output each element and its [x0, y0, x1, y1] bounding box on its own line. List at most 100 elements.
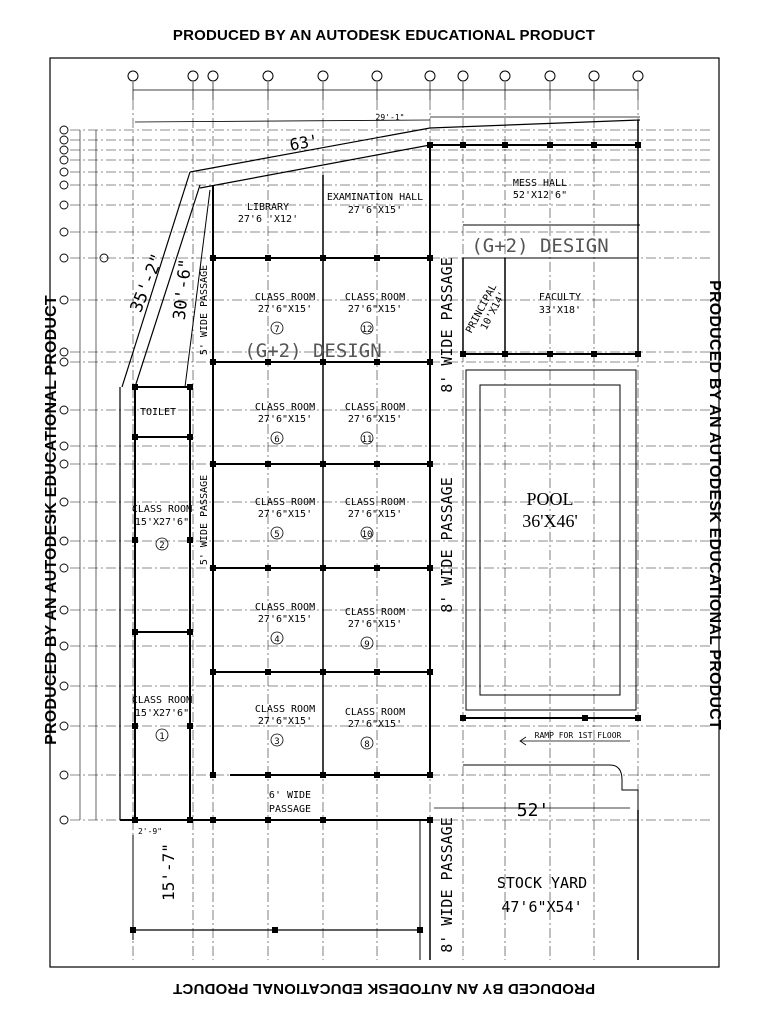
slanted-wall-inner	[199, 144, 431, 189]
left-dimension-ticks	[79, 130, 97, 820]
column	[417, 927, 423, 933]
column	[265, 565, 271, 571]
grid-bubble	[59, 167, 69, 177]
pool-label: POOL	[526, 489, 573, 509]
pool-outer	[465, 369, 637, 711]
column	[427, 461, 433, 467]
ramp-arrow-head	[519, 736, 527, 746]
column	[374, 669, 380, 675]
column	[210, 817, 216, 823]
classroom-name: CLASS ROOM	[345, 707, 405, 718]
column	[374, 359, 380, 365]
classroom-number: 2	[159, 541, 164, 551]
column	[374, 255, 380, 261]
column	[502, 351, 508, 357]
grid-bubble	[632, 70, 644, 82]
faculty-size: 33'X18'	[539, 305, 581, 316]
column	[210, 255, 216, 261]
passage-6-label: 6' WIDE	[269, 790, 311, 801]
column	[265, 669, 271, 675]
grid-bubble	[59, 180, 69, 190]
column	[374, 565, 380, 571]
classroom-name: CLASS ROOM	[345, 292, 405, 303]
library-size: 27'6 'X12'	[238, 214, 298, 225]
column	[132, 384, 138, 390]
grid-bubble	[371, 70, 383, 82]
library-label: LIBRARY	[247, 202, 289, 213]
classroom-name: CLASS ROOM	[132, 695, 192, 706]
column	[427, 142, 433, 148]
column	[132, 629, 138, 635]
diagonal-wall-outer	[121, 171, 191, 388]
stock-yard-size: 47'6"X54'	[501, 898, 582, 916]
pool-size: 36'X46'	[522, 511, 578, 531]
column	[427, 359, 433, 365]
column	[591, 351, 597, 357]
column	[460, 142, 466, 148]
exam-hall-size: 27'6"X15'	[348, 205, 402, 216]
sheet-border	[49, 57, 720, 968]
passage-8-upper: 8' WIDE PASSAGE	[438, 257, 456, 392]
column	[460, 715, 466, 721]
grid-bubble	[59, 770, 69, 780]
columns	[130, 142, 641, 933]
classroom-number: 1	[159, 732, 164, 742]
passage-5-lower: 5' WIDE PASSAGE	[199, 475, 210, 565]
column	[320, 359, 326, 365]
grid-bubble	[59, 200, 69, 210]
passage-6-label-2: PASSAGE	[269, 804, 311, 815]
grid-bubble	[59, 295, 69, 305]
room-labels: LIBRARY 27'6 'X12' EXAMINATION HALL 27'6…	[127, 113, 622, 953]
grid-bubble	[59, 605, 69, 615]
column	[187, 723, 193, 729]
faculty-label: FACULTY	[539, 292, 581, 303]
column	[427, 772, 433, 778]
classroom-size: 27'6"X15'	[348, 619, 402, 630]
grid-bubble	[59, 536, 69, 546]
column	[591, 142, 597, 148]
grid-bubble	[59, 125, 69, 135]
classroom-size: 27'6"X15'	[348, 414, 402, 425]
pool-inner	[479, 384, 621, 696]
design-mid-label: (G+2) DESIGN	[244, 340, 381, 362]
grid-bubble	[59, 721, 69, 731]
column	[320, 565, 326, 571]
classroom-number: 11	[362, 435, 373, 445]
classroom-name: CLASS ROOM	[255, 402, 315, 413]
grid-bubbles-left	[59, 125, 109, 825]
passage-8-mid: 8' WIDE PASSAGE	[438, 477, 456, 612]
design-right-label: (G+2) DESIGN	[471, 235, 608, 257]
column	[187, 817, 193, 823]
column	[635, 351, 641, 357]
dim-29-label: 29'-1"	[376, 113, 405, 122]
grid-bubble	[59, 253, 69, 263]
classroom-number: 10	[362, 530, 373, 540]
watermark-top: PRODUCED BY AN AUTODESK EDUCATIONAL PROD…	[172, 27, 596, 44]
column	[320, 255, 326, 261]
column	[374, 772, 380, 778]
classroom-number-circle	[360, 636, 374, 650]
classroom-name: CLASS ROOM	[345, 497, 405, 508]
classroom-number-circle	[360, 321, 374, 335]
column	[320, 817, 326, 823]
grid-bubble	[59, 459, 69, 469]
column	[187, 384, 193, 390]
column	[265, 461, 271, 467]
classroom-size: 27'6"X15'	[258, 716, 312, 727]
classroom-size: 27'6"X15'	[258, 614, 312, 625]
grid-bubble	[59, 135, 69, 145]
column	[132, 537, 138, 543]
grid-bubble	[457, 70, 469, 82]
classroom-name: CLASS ROOM	[345, 402, 405, 413]
column	[635, 715, 641, 721]
stock-yard-label: STOCK YARD	[497, 874, 587, 892]
ramp-label: RAMP FOR 1ST FLOOR	[535, 731, 622, 740]
classroom-name: CLASS ROOM	[255, 704, 315, 715]
classroom-name: CLASS ROOM	[255, 292, 315, 303]
classroom-number-circle	[270, 526, 284, 540]
passage-5-upper: 5' WIDE PASSAGE	[199, 265, 210, 355]
column	[187, 629, 193, 635]
grid-bubble	[588, 70, 600, 82]
